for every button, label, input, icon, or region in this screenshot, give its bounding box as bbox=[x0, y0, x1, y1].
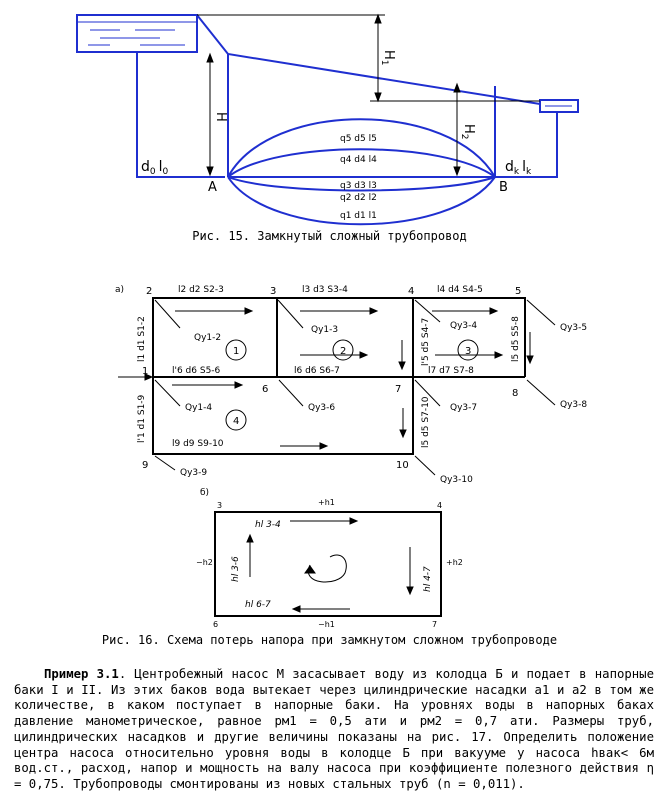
svg-text:Qу3-5: Qу3-5 bbox=[560, 323, 587, 333]
svg-text:+h1: +h1 bbox=[318, 498, 335, 507]
svg-text:q1 d1 l1: q1 d1 l1 bbox=[340, 211, 377, 221]
svg-text:2: 2 bbox=[340, 346, 346, 357]
svg-text:l9 d9 S9-10: l9 d9 S9-10 bbox=[172, 439, 224, 449]
svg-text:l7 d7 S7-8: l7 d7 S7-8 bbox=[428, 366, 474, 376]
svg-text:2: 2 bbox=[146, 286, 152, 297]
svg-text:7: 7 bbox=[432, 620, 437, 629]
loss-diagram-frame bbox=[214, 511, 442, 617]
svg-text:Qу3-10: Qу3-10 bbox=[440, 475, 473, 485]
figure-15-caption: Рис. 15. Замкнутый сложный трубопровод bbox=[192, 229, 467, 243]
right-tank bbox=[539, 99, 579, 113]
svg-text:Qу3-8: Qу3-8 bbox=[560, 400, 587, 410]
svg-text:4: 4 bbox=[437, 501, 442, 510]
svg-text:−h2: −h2 bbox=[196, 558, 213, 567]
ring-labels: q5 d5 l5 q4 d4 l4 q3 d3 l3 q2 d2 l2 q1 d… bbox=[340, 134, 377, 221]
svg-text:Qу1-3: Qу1-3 bbox=[311, 325, 338, 335]
svg-text:Qу3-7: Qу3-7 bbox=[450, 403, 477, 413]
svg-text:l2 d2 S2-3: l2 d2 S2-3 bbox=[178, 285, 224, 295]
svg-text:10: 10 bbox=[396, 460, 409, 471]
figure-16b: б) 3 4 6 7 +h1 −h1 −h2 +h2 hl 3-4 hl 3-6… bbox=[196, 488, 463, 629]
svg-text:l'6 d6 S5-6: l'6 d6 S5-6 bbox=[172, 366, 221, 376]
svg-text:Qу1-4: Qу1-4 bbox=[185, 403, 212, 413]
loss-diagram-arrows bbox=[246, 517, 414, 613]
svg-text:l5 d5 S7-10: l5 d5 S7-10 bbox=[421, 396, 431, 448]
svg-text:3: 3 bbox=[465, 346, 471, 357]
svg-text:l'1 d1 S1-9: l'1 d1 S1-9 bbox=[137, 394, 147, 443]
svg-text:7: 7 bbox=[395, 384, 401, 395]
svg-text:1: 1 bbox=[142, 366, 148, 377]
svg-text:hl 4-7: hl 4-7 bbox=[423, 566, 433, 592]
figure-16-caption: Рис. 16. Схема потерь напора при замкнут… bbox=[101, 633, 558, 647]
example-lead: Пример 3.1 bbox=[44, 667, 119, 681]
label-h2: H2 bbox=[459, 124, 476, 140]
svg-text:4: 4 bbox=[233, 416, 239, 427]
svg-text:5: 5 bbox=[515, 286, 521, 297]
loss-diagram-nodes: 3 4 6 7 bbox=[213, 501, 442, 629]
label-a: A bbox=[208, 180, 217, 195]
svg-text:l1 d1 S1-2: l1 d1 S1-2 bbox=[137, 316, 147, 362]
flow-labels: Qу1-2 Qу1-3 Qу3-4 Qу3-5 Qу1-4 Qу3-6 Qу3-… bbox=[180, 321, 587, 485]
svg-text:hl 3-4: hl 3-4 bbox=[255, 520, 281, 530]
svg-text:8: 8 bbox=[512, 388, 518, 399]
svg-text:hl 3-6: hl 3-6 bbox=[231, 556, 241, 582]
svg-text:9: 9 bbox=[142, 460, 148, 471]
left-tank-water bbox=[77, 21, 197, 46]
svg-text:q5 d5 l5: q5 d5 l5 bbox=[340, 134, 377, 144]
loop-markers: 1 2 3 4 bbox=[225, 339, 479, 431]
loss-diagram-labels: hl 3-4 hl 3-6 hl 4-7 hl 6-7 bbox=[231, 520, 433, 610]
label-h: H bbox=[213, 112, 228, 122]
svg-text:l5 d5 S5-8: l5 d5 S5-8 bbox=[511, 316, 521, 362]
svg-text:l3 d3 S3-4: l3 d3 S3-4 bbox=[302, 285, 348, 295]
svg-text:6: 6 bbox=[213, 620, 218, 629]
flow-arrows bbox=[118, 299, 556, 476]
svg-text:q2 d2 l2: q2 d2 l2 bbox=[340, 193, 377, 203]
example-text: . Центробежный насос М засасывает воду и… bbox=[14, 667, 654, 791]
svg-text:hl 6-7: hl 6-7 bbox=[245, 600, 271, 610]
svg-text:−h1: −h1 bbox=[318, 620, 335, 629]
svg-text:l6 d6 S6-7: l6 d6 S6-7 bbox=[294, 366, 340, 376]
left-pipe bbox=[136, 52, 225, 178]
segment-labels: l2 d2 S2-3 l3 d3 S3-4 l4 d4 S4-5 l'6 d6 … bbox=[137, 285, 521, 449]
svg-text:+h2: +h2 bbox=[446, 558, 463, 567]
label-a-part: а) bbox=[115, 285, 124, 295]
svg-text:Qу3-9: Qу3-9 bbox=[180, 468, 207, 478]
svg-text:q4 d4 l4: q4 d4 l4 bbox=[340, 155, 377, 165]
svg-text:3: 3 bbox=[270, 286, 276, 297]
ring-pipes bbox=[227, 118, 496, 226]
svg-text:3: 3 bbox=[217, 501, 222, 510]
label-h1: H1 bbox=[379, 50, 396, 66]
dimension-lines bbox=[197, 13, 540, 177]
svg-text:6: 6 bbox=[262, 384, 268, 395]
label-b: B bbox=[499, 180, 508, 195]
right-pipe bbox=[495, 112, 558, 178]
network-nodes: 2 3 4 5 1 6 7 8 9 10 bbox=[142, 286, 521, 471]
svg-text:Qу3-4: Qу3-4 bbox=[450, 321, 477, 331]
svg-text:l4 d4 S4-5: l4 d4 S4-5 bbox=[437, 285, 483, 295]
svg-text:Qу3-6: Qу3-6 bbox=[308, 403, 335, 413]
svg-text:l'5 d5 S4-7: l'5 d5 S4-7 bbox=[421, 318, 431, 366]
network-frame bbox=[152, 297, 526, 455]
svg-text:Qу1-2: Qу1-2 bbox=[194, 333, 221, 343]
svg-text:q3 d3 l3: q3 d3 l3 bbox=[340, 181, 377, 191]
figure-16a: а) 2 3 4 5 1 6 7 8 9 10 l2 d2 S2-3 l3 d3… bbox=[115, 285, 587, 485]
left-tank bbox=[76, 14, 198, 53]
label-b-part: б) bbox=[200, 488, 209, 498]
example-paragraph: Пример 3.1. Центробежный насос М засасыв… bbox=[14, 667, 654, 793]
svg-text:4: 4 bbox=[408, 286, 414, 297]
svg-text:1: 1 bbox=[233, 346, 239, 357]
loss-diagram-heads: +h1 −h1 −h2 +h2 bbox=[196, 498, 463, 629]
energy-line bbox=[196, 14, 541, 105]
